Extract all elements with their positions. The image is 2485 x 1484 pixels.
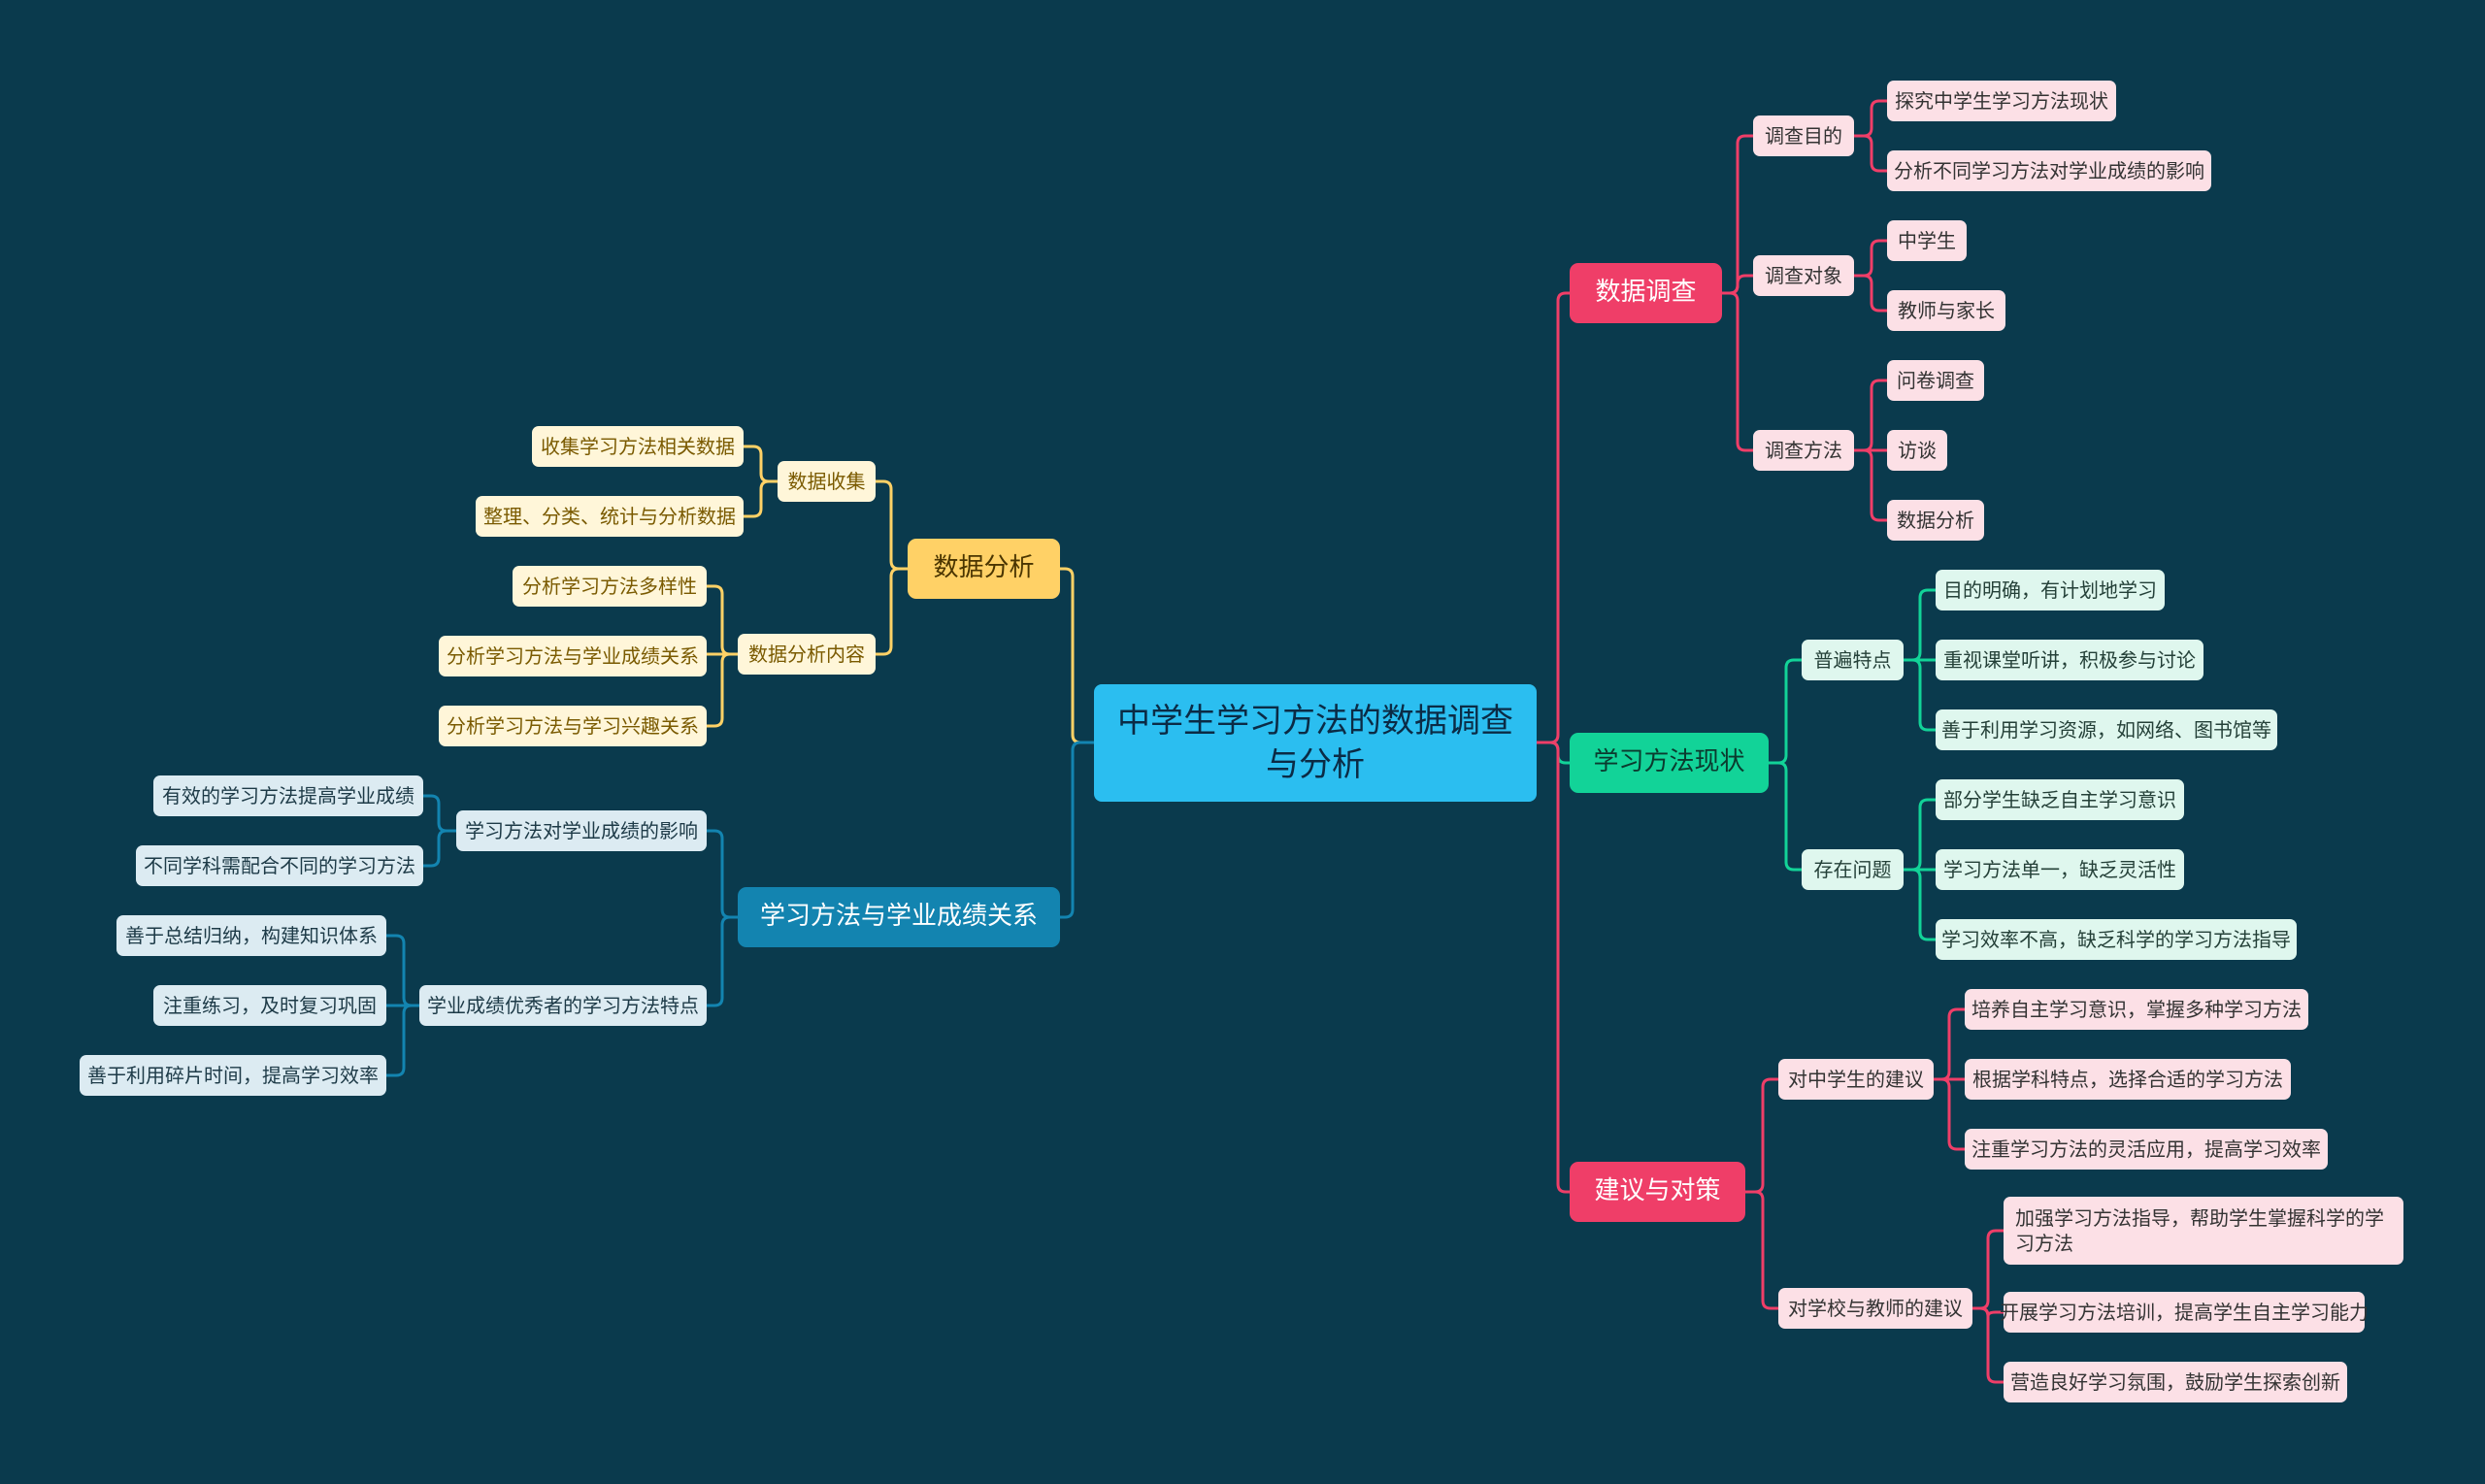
leaf-traits-1[interactable]: 善于总结归纳，构建知识体系 [116, 915, 386, 956]
root-topic[interactable]: 中学生学习方法的数据调查与分析 [1094, 684, 1537, 802]
leaf-problem-2[interactable]: 学习方法单一，缺乏灵活性 [1936, 849, 2184, 890]
leaf-purpose-2[interactable]: 分析不同学习方法对学业成绩的影响 [1887, 150, 2211, 191]
topic-method-impact[interactable]: 学习方法对学业成绩的影响 [456, 810, 707, 851]
branch-data-survey[interactable]: 数据调查 [1570, 263, 1722, 323]
leaf-target-1[interactable]: 中学生 [1887, 220, 1967, 261]
leaf-students-2[interactable]: 根据学科特点，选择合适的学习方法 [1965, 1059, 2291, 1100]
leaf-collect-2[interactable]: 整理、分类、统计与分析数据 [476, 496, 744, 537]
topic-top-student-traits[interactable]: 学业成绩优秀者的学习方法特点 [419, 985, 707, 1026]
topic-advice-students[interactable]: 对中学生的建议 [1778, 1059, 1934, 1100]
leaf-schools-3[interactable]: 营造良好学习氛围，鼓励学生探索创新 [2004, 1362, 2347, 1402]
topic-advice-schools[interactable]: 对学校与教师的建议 [1778, 1288, 1972, 1329]
branch-data-analysis[interactable]: 数据分析 [908, 539, 1060, 599]
leaf-content-3[interactable]: 分析学习方法与学习兴趣关系 [439, 706, 707, 746]
leaf-traits-3[interactable]: 善于利用碎片时间，提高学习效率 [80, 1055, 386, 1096]
leaf-schools-1[interactable]: 加强学习方法指导，帮助学生掌握科学的学习方法 [2004, 1197, 2403, 1265]
leaf-method-1[interactable]: 问卷调查 [1887, 360, 1984, 401]
leaf-common-1[interactable]: 目的明确，有计划地学习 [1936, 570, 2165, 610]
leaf-purpose-1[interactable]: 探究中学生学习方法现状 [1887, 81, 2116, 121]
leaf-content-2[interactable]: 分析学习方法与学业成绩关系 [439, 636, 707, 676]
leaf-students-1[interactable]: 培养自主学习意识，掌握多种学习方法 [1965, 989, 2308, 1030]
topic-survey-purpose[interactable]: 调查目的 [1753, 115, 1854, 156]
branch-advice[interactable]: 建议与对策 [1570, 1162, 1745, 1222]
leaf-content-1[interactable]: 分析学习方法多样性 [513, 566, 707, 607]
topic-common-traits[interactable]: 普遍特点 [1802, 640, 1904, 680]
topic-survey-method[interactable]: 调查方法 [1753, 430, 1854, 471]
leaf-students-3[interactable]: 注重学习方法的灵活应用，提高学习效率 [1965, 1129, 2328, 1170]
leaf-impact-2[interactable]: 不同学科需配合不同的学习方法 [136, 845, 423, 886]
topic-analysis-content[interactable]: 数据分析内容 [738, 634, 876, 675]
leaf-collect-1[interactable]: 收集学习方法相关数据 [532, 426, 744, 467]
leaf-problem-3[interactable]: 学习效率不高，缺乏科学的学习方法指导 [1936, 919, 2297, 960]
topic-existing-problems[interactable]: 存在问题 [1802, 849, 1904, 890]
leaf-traits-2[interactable]: 注重练习，及时复习巩固 [153, 985, 386, 1026]
topic-data-collection[interactable]: 数据收集 [778, 461, 876, 502]
topic-survey-target[interactable]: 调查对象 [1753, 255, 1854, 296]
leaf-problem-1[interactable]: 部分学生缺乏自主学习意识 [1936, 779, 2184, 820]
branch-method-grade-relation[interactable]: 学习方法与学业成绩关系 [738, 887, 1060, 947]
leaf-impact-1[interactable]: 有效的学习方法提高学业成绩 [153, 775, 423, 816]
leaf-target-2[interactable]: 教师与家长 [1887, 290, 2005, 331]
leaf-method-3[interactable]: 数据分析 [1887, 500, 1984, 541]
leaf-method-2[interactable]: 访谈 [1887, 430, 1947, 471]
branch-study-status[interactable]: 学习方法现状 [1570, 733, 1769, 793]
leaf-schools-2[interactable]: 开展学习方法培训，提高学生自主学习能力 [2000, 1292, 2369, 1333]
leaf-common-3[interactable]: 善于利用学习资源，如网络、图书馆等 [1936, 709, 2277, 750]
leaf-common-2[interactable]: 重视课堂听讲，积极参与讨论 [1936, 640, 2203, 680]
